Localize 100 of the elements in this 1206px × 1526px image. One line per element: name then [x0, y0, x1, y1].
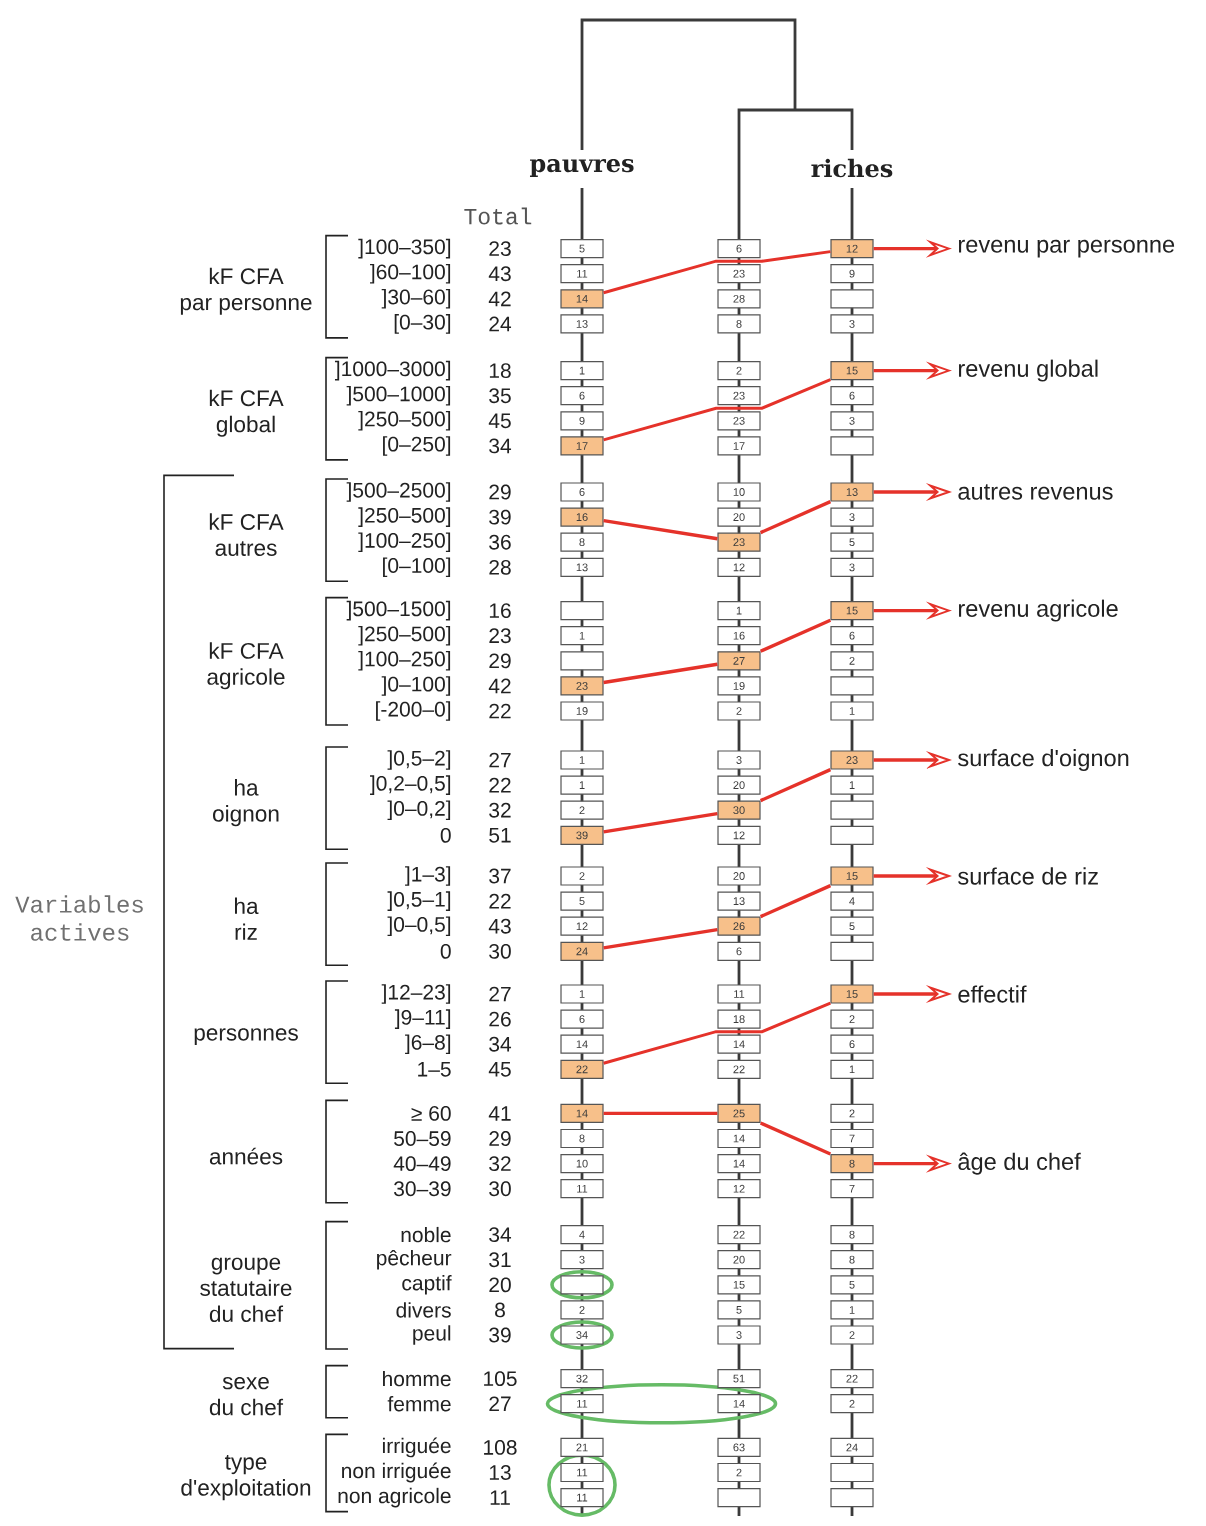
total-count: 105: [484, 1371, 517, 1387]
count-box: [830, 1462, 874, 1483]
bracket-label: Variables actives: [15, 895, 143, 941]
row-label: captif: [402, 1275, 452, 1295]
row-label: 1–5: [418, 1062, 451, 1077]
variable-name: revenu par personne: [959, 239, 1175, 258]
cluster-label: pauvres: [530, 159, 634, 177]
connector-line: [603, 1111, 718, 1116]
total-count: 22: [489, 893, 511, 909]
total-count: 34: [489, 1227, 512, 1243]
row-label: ]0–0,5]: [387, 916, 451, 936]
row-label: ]250–500]: [358, 411, 451, 431]
variable-name: effectif: [958, 985, 1027, 1003]
row-label: homme: [383, 1370, 451, 1387]
row-label: ]250–500]: [358, 507, 451, 527]
total-count: 22: [489, 703, 511, 719]
group-label: personnes: [194, 1028, 298, 1046]
total-count: 37: [489, 868, 511, 884]
row-label: ]250–500]: [358, 625, 451, 646]
total-count: 29: [489, 484, 511, 500]
total-count: 41: [488, 1106, 511, 1121]
count-box: [830, 825, 874, 845]
variable-name: âge du chef: [958, 1152, 1081, 1175]
row-label: pêcheur: [377, 1249, 452, 1270]
variable-name: revenu global: [959, 359, 1098, 382]
group-label: groupe statutaire du chef: [200, 1257, 292, 1322]
row-label: ]0–0,2]: [387, 800, 451, 820]
total-count: 24: [489, 316, 512, 332]
total-count: 23: [489, 241, 511, 257]
row-label: ]30–60]: [381, 289, 451, 309]
variable-name: surface de riz: [958, 867, 1098, 885]
count-box: [717, 1488, 761, 1508]
count-box: [830, 941, 874, 961]
total-count: 27: [489, 1396, 511, 1412]
row-label: 30–39: [394, 1181, 451, 1197]
row-label: ]100–350]: [358, 238, 451, 259]
total-count: 27: [489, 986, 511, 1002]
row-label: peul: [413, 1325, 451, 1345]
count-box: [560, 651, 604, 671]
total-count: 35: [489, 388, 511, 404]
row-label: ]500–1000]: [346, 385, 451, 406]
count-box: [560, 601, 604, 621]
count-box: [830, 289, 874, 309]
connector-line: [603, 928, 718, 950]
total-count: 27: [489, 752, 511, 768]
connector-line: [603, 250, 831, 295]
group-label: sexe du chef: [209, 1377, 284, 1416]
count-box: [830, 800, 874, 820]
total-count: 42: [488, 678, 511, 694]
total-count: 34: [489, 1036, 512, 1052]
total-count: 32: [489, 802, 511, 818]
total-count: 30: [489, 1181, 511, 1197]
group-label: kF CFA autres: [209, 513, 284, 556]
row-label: 0: [440, 827, 451, 843]
variable-name: revenu agricole: [959, 599, 1118, 622]
row-label: ]500–2500]: [346, 482, 451, 502]
total-count: 42: [488, 291, 511, 307]
total-count: 28: [489, 559, 511, 575]
row-label: irriguée: [383, 1437, 451, 1458]
total-count: 29: [489, 653, 511, 669]
column-heading: Total: [464, 207, 532, 225]
total-count: 51: [489, 828, 511, 843]
total-count: 8: [495, 1302, 505, 1318]
row-label: ]1–3]: [405, 866, 451, 886]
total-count: 43: [488, 918, 511, 934]
variable-name: autres revenus: [958, 484, 1113, 500]
total-count: 11: [490, 1490, 510, 1505]
connector-line: [603, 662, 718, 685]
row-label: ]0,5–2]: [387, 750, 451, 770]
row-label: 50–59: [394, 1131, 451, 1146]
total-count: 29: [489, 1131, 511, 1146]
row-label: femme: [387, 1396, 451, 1412]
connector-line: [759, 884, 832, 919]
total-count: 20: [489, 1277, 511, 1293]
total-count: 16: [489, 603, 511, 619]
row-label: ]0–100]: [381, 676, 451, 696]
group-label: type d'exploitation: [181, 1454, 311, 1501]
row-label: ]100–250]: [358, 532, 451, 552]
row-label: [0–100]: [383, 557, 451, 578]
connector-line: [759, 1121, 832, 1156]
total-count: 108: [484, 1440, 517, 1455]
row-label: ]100–250]: [358, 651, 451, 671]
total-count: 45: [488, 413, 511, 429]
total-count: 30: [489, 943, 511, 959]
group-label: kF CFA agricole: [207, 642, 285, 690]
row-label: [0–250]: [383, 436, 451, 456]
group-label: ha oignon: [213, 779, 279, 827]
row-label: ]0,2–0,5]: [370, 775, 451, 795]
total-count: 39: [489, 1327, 511, 1343]
total-count: 39: [489, 509, 511, 525]
total-count: 22: [489, 777, 511, 793]
row-label: divers: [396, 1302, 451, 1318]
row-label: ]9–11]: [394, 1009, 451, 1029]
connector-line: [603, 1001, 831, 1065]
connector-line: [603, 518, 718, 541]
variable-name: surface d'oignon: [958, 749, 1129, 771]
row-label: [0–30]: [394, 314, 451, 334]
group-label: kF CFA par personne: [180, 267, 312, 315]
total-count: 34: [489, 438, 512, 454]
count-box: [560, 1275, 604, 1295]
